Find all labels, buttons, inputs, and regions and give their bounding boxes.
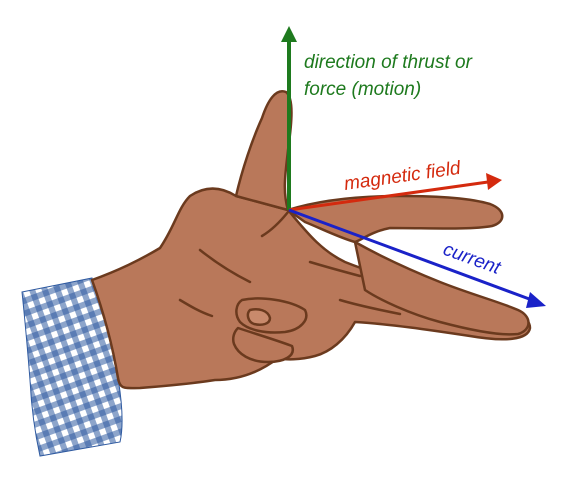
thrust-arrow — [281, 26, 297, 210]
thrust-label-line2: force (motion) — [304, 79, 421, 100]
current-label: current — [440, 239, 503, 279]
left-hand-icon — [90, 89, 532, 390]
magnetic-field-arrow — [288, 173, 502, 212]
current-arrow — [288, 208, 546, 308]
thrust-label-line1: direction of thrust or — [304, 52, 473, 73]
